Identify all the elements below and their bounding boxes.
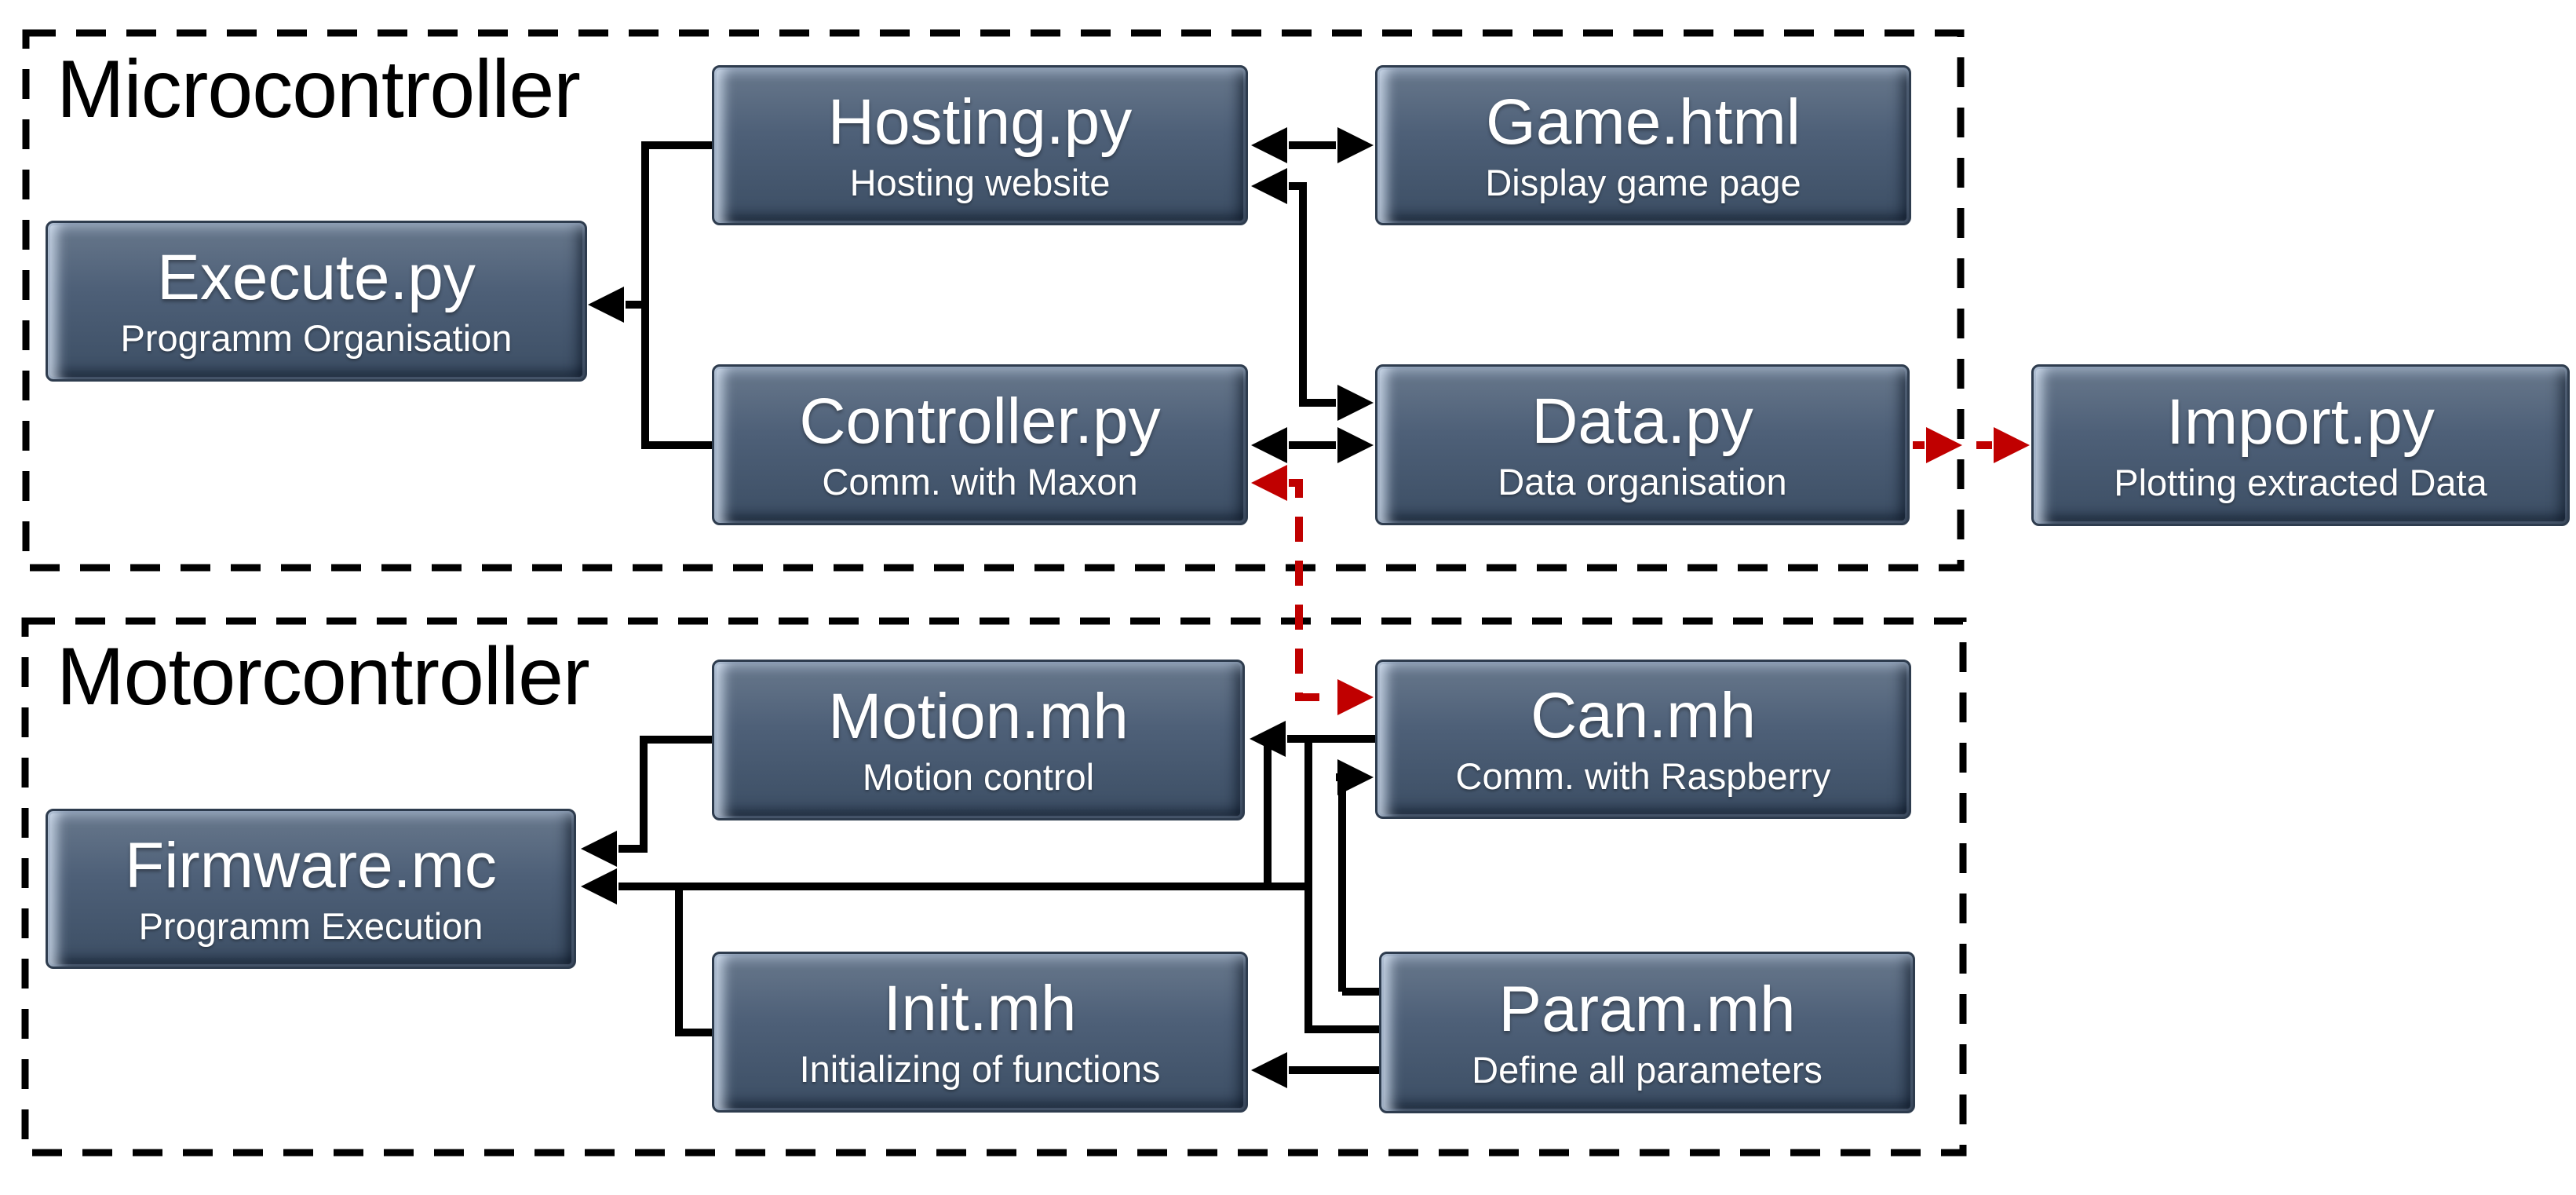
connector-controller-data <box>1251 427 1374 463</box>
node-title: Hosting.py <box>827 86 1133 158</box>
node-subtitle: Define all parameters <box>1472 1048 1823 1091</box>
connector-branch-execute <box>588 141 712 449</box>
microcontroller-frame <box>22 29 1965 572</box>
node-title: Init.mh <box>883 973 1077 1045</box>
node-subtitle: Comm. with Raspberry <box>1455 755 1831 798</box>
connector-data-import <box>1913 427 2030 463</box>
node-firmware-mc: Firmware.mc Programm Execution <box>46 809 576 969</box>
node-title: Can.mh <box>1530 680 1757 752</box>
node-subtitle: Programm Execution <box>138 904 483 947</box>
node-title: Controller.py <box>799 386 1161 458</box>
node-data-py: Data.py Data organisation <box>1375 364 1910 525</box>
connector-hosting-data <box>1251 168 1374 421</box>
connector-param-init <box>1251 1052 1379 1088</box>
node-execute-py: Execute.py Programm Organisation <box>46 221 587 382</box>
node-subtitle: Data organisation <box>1498 461 1787 503</box>
motorcontroller-frame <box>21 617 1967 1157</box>
node-title: Param.mh <box>1498 973 1796 1045</box>
connector-hosting-game <box>1251 127 1374 163</box>
node-game-html: Game.html Display game page <box>1375 65 1911 225</box>
node-motion-mh: Motion.mh Motion control <box>712 660 1245 820</box>
node-subtitle: Hosting website <box>849 161 1111 203</box>
section-title-microcontroller: Microcontroller <box>57 44 581 135</box>
node-param-mh: Param.mh Define all parameters <box>1379 952 1915 1113</box>
node-title: Game.html <box>1486 86 1801 158</box>
node-import-py: Import.py Plotting extracted Data <box>2031 364 2570 526</box>
node-subtitle: Plotting extracted Data <box>2114 461 2487 503</box>
node-title: Execute.py <box>157 242 476 314</box>
connector-param-can <box>1336 759 1379 996</box>
node-can-mh: Can.mh Comm. with Raspberry <box>1375 660 1911 819</box>
connector-can-motion <box>1250 721 1375 886</box>
connector-trunk-init <box>675 886 712 1036</box>
node-title: Import.py <box>2166 386 2435 458</box>
node-hosting-py: Hosting.py Hosting website <box>712 65 1248 225</box>
node-subtitle: Display game page <box>1485 161 1801 203</box>
node-subtitle: Comm. with Maxon <box>822 461 1138 503</box>
node-title: Data.py <box>1531 386 1753 458</box>
section-title-motorcontroller: Motorcontroller <box>57 631 590 722</box>
node-subtitle: Initializing of functions <box>799 1048 1161 1091</box>
node-controller-py: Controller.py Comm. with Maxon <box>712 364 1248 525</box>
node-init-mh: Init.mh Initializing of functions <box>712 952 1248 1113</box>
connector-motion-firmware <box>581 736 712 867</box>
node-title: Motion.mh <box>828 681 1129 753</box>
node-subtitle: Programm Organisation <box>120 317 513 360</box>
connector-trunk-firmware <box>581 739 1379 1033</box>
node-subtitle: Motion control <box>862 756 1095 798</box>
connector-can-controller <box>1251 465 1374 715</box>
node-title: Firmware.mc <box>125 829 497 901</box>
